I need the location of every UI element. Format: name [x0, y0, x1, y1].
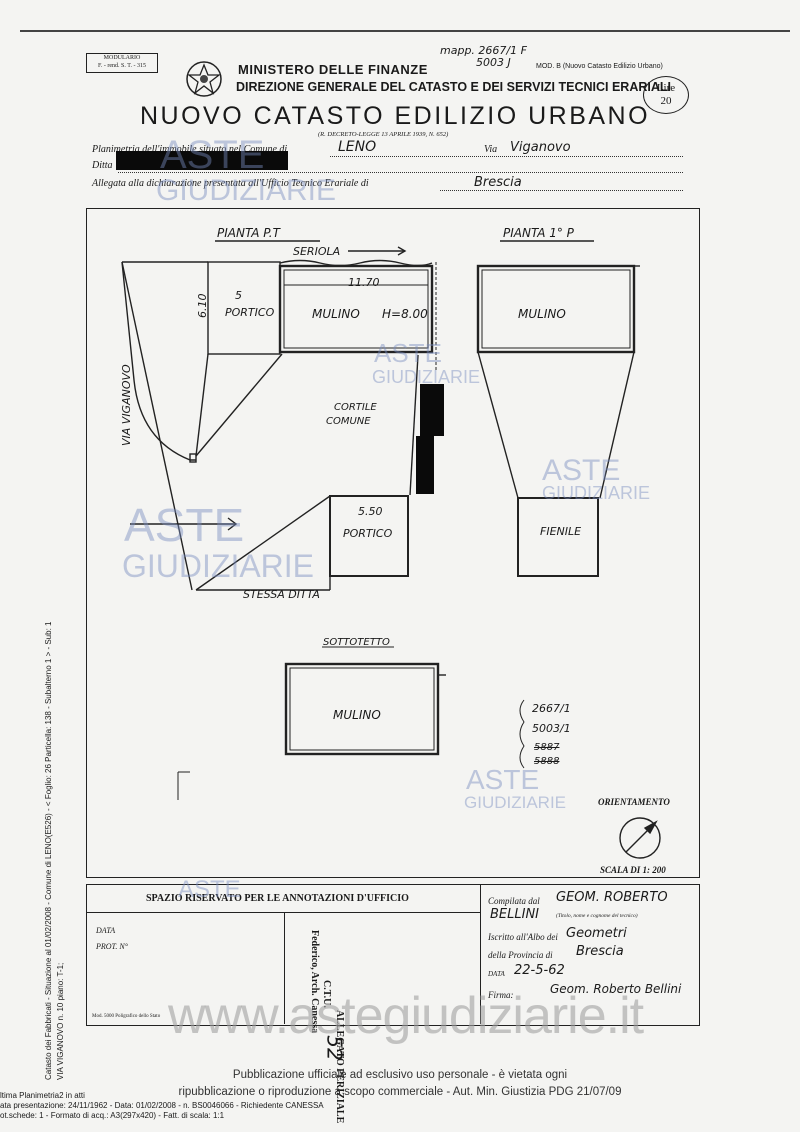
- ditta-redaction: [116, 151, 288, 170]
- provincia-value: Brescia: [576, 944, 624, 959]
- footer-hline: [86, 912, 480, 913]
- ditta-label: Ditta: [92, 160, 113, 171]
- watermark-giudiziarie-5: GIUDIZIARIE: [464, 793, 567, 812]
- mapp-text-2: 5003 J: [476, 56, 511, 69]
- bottom-text-1: ltima Planimetria2 in atti: [0, 1091, 85, 1100]
- data-value: 22-5-62: [514, 963, 565, 978]
- portico-label-2: PORTICO: [343, 527, 393, 540]
- direction-label: DIREZIONE GENERALE DEL CATASTO E DEI SER…: [236, 80, 671, 94]
- portico-label-1: PORTICO: [225, 306, 275, 319]
- lire-stamp-text: Lire 20: [656, 82, 676, 107]
- italy-emblem-icon: [184, 57, 224, 101]
- notice-line-1: Pubblicazione ufficiale ad esclusivo uso…: [232, 1069, 568, 1081]
- dim-550: 5.50: [358, 505, 383, 518]
- tiny-footer-label: Mod. 5000 Poligrafico dello Stato: [92, 1014, 161, 1019]
- prot-label: PROT. N°: [96, 942, 128, 951]
- watermark-giudiziarie-2: GIUDIZIARIE: [372, 367, 481, 387]
- bottom-text-2: ata presentazione: 24/11/1962 - Data: 01…: [0, 1101, 324, 1110]
- signature: Geom. Roberto Bellini: [550, 982, 682, 996]
- watermark-aste-3: ASTE: [542, 454, 621, 487]
- mod-label: MOD. B (Nuovo Catasto Edilizio Urbano): [536, 63, 663, 70]
- cortile-label: CORTILE: [334, 402, 377, 413]
- compilata-value: GEOM. ROBERTO: [556, 890, 668, 905]
- ref-1: 2667/1: [532, 702, 571, 715]
- allegata-label: Allegata alla dichiarazione presentata a…: [92, 178, 369, 189]
- stessa-ditta-label: STESSA DITTA: [243, 588, 320, 601]
- modulario-box: MODULARIO F. - rend. S. T. - 315: [86, 53, 158, 73]
- via-value: Viganovo: [510, 140, 571, 155]
- footer-vline: [284, 912, 285, 1024]
- dim-1170: 11.70: [348, 276, 380, 289]
- mulino-pt-label: MULINO: [312, 307, 360, 321]
- data-label: DATA: [488, 970, 505, 978]
- firma-label: Firma:: [488, 990, 514, 1000]
- titolo-note: (Titolo, nome e cognome del tecnico): [556, 913, 638, 919]
- comune-plan-label: COMUNE: [326, 416, 371, 427]
- iscritto-label: Iscritto all'Albo dei: [488, 932, 558, 942]
- compilata-value-2: BELLINI: [490, 907, 540, 922]
- allegata-line: [440, 190, 683, 191]
- data-footer-label: DATA: [96, 926, 116, 935]
- watermark-aste-1: ASTE: [160, 133, 265, 177]
- watermark-aste-4: ASTE: [124, 499, 245, 551]
- watermark-giudiziarie-3: GIUDIZIARIE: [542, 483, 651, 503]
- scala-label: SCALA DI 1: 200: [600, 865, 666, 875]
- footer-frame: [86, 884, 700, 1026]
- top-border-line: [20, 30, 790, 32]
- fienile-label: FIENILE: [540, 525, 582, 538]
- pianta-pt-label: PIANTA P.T: [217, 226, 280, 240]
- notice-line-2: ripubblicazione o riproduzione a scopo c…: [178, 1086, 622, 1098]
- albo-value: Geometri: [566, 926, 627, 941]
- compass-icon: [620, 818, 660, 858]
- via-viganovo-label: VIA VIGANOVO: [120, 364, 133, 446]
- sottotetto-label: SOTTOTETTO: [323, 637, 390, 648]
- footer-divider: [480, 884, 481, 1024]
- orientamento-label: ORIENTAMENTO: [598, 797, 670, 807]
- side-text-line-2: VIA VIGANOVO n. 10 piano: T-1;: [56, 962, 65, 1080]
- modulario-code: F. - rend. S. T. - 315: [98, 63, 146, 69]
- provincia-label: della Provincia di: [488, 950, 553, 960]
- mapp-text: mapp. 2667/1 F: [440, 44, 527, 57]
- side-text-line-1: Catasto dei Fabbricati - Situazione al 0…: [44, 621, 53, 1080]
- ref-3: 5887: [534, 742, 560, 753]
- mulino-1p-label: MULINO: [518, 307, 566, 321]
- planimetria-line: [330, 156, 683, 157]
- seriola-label: SERIOLA: [293, 245, 341, 258]
- pianta-1p-label: PIANTA 1° P: [503, 226, 574, 240]
- watermark-aste-5: ASTE: [466, 764, 540, 795]
- ref-2: 5003/1: [532, 722, 571, 735]
- watermark-site: www.astegiudiziarie.it: [168, 987, 644, 1045]
- ministry-label: MINISTERO DELLE FINANZE: [238, 62, 428, 77]
- page-title: NUOVO CATASTO EDILIZIO URBANO: [140, 102, 651, 130]
- mulino-st-label: MULINO: [333, 708, 381, 722]
- lire-stamp: Lire 20: [643, 76, 689, 114]
- dim-610: 6.10: [196, 293, 209, 319]
- compilata-label: Compilata dal: [488, 896, 540, 906]
- dim-5: 5: [235, 289, 242, 302]
- spazio-label: SPAZIO RISERVATO PER LE ANNOTAZIONI D'UF…: [146, 893, 409, 904]
- watermark-giudiziarie-1: GIUDIZIARIE: [156, 174, 337, 207]
- planimetria-label: Planimetria dell'immobile situato nel Co…: [92, 144, 288, 155]
- watermark-aste-2: ASTE: [374, 338, 442, 368]
- comune-value: LENO: [338, 139, 377, 155]
- modulario-label: MODULARIO: [103, 55, 141, 61]
- height-label: H=8.00: [382, 307, 428, 321]
- decree-label: (R. DECRETO-LEGGE 13 APRILE 1939, N. 652…: [318, 131, 449, 138]
- ref-4: 5888: [534, 756, 560, 767]
- plan-frame: [86, 208, 700, 878]
- ufficio-value: Brescia: [474, 175, 522, 190]
- bottom-text-3: ot.schede: 1 - Formato di acq.: A3(297x4…: [0, 1111, 225, 1120]
- watermark-giudiziarie-4: GIUDIZIARIE: [122, 548, 315, 584]
- via-label: Via: [484, 144, 498, 155]
- ditta-line: [118, 172, 683, 173]
- watermark-aste-6: ASTE: [178, 876, 241, 903]
